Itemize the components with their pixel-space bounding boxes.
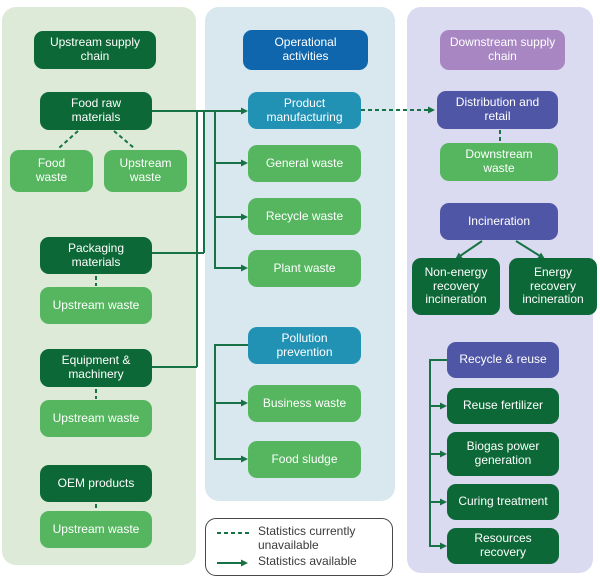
- legend-label-available: Statistics available: [258, 553, 357, 568]
- downstream-waste-box: Downstream waste: [440, 143, 558, 181]
- dashed-line-icon: [217, 532, 249, 535]
- legend-row-unavailable: Statistics currently unavailable: [216, 524, 382, 553]
- curing-treatment-box: Curing treatment: [447, 484, 559, 520]
- packaging-materials-box: Packaging materials: [40, 237, 152, 274]
- product-manufacturing-box: Product manufacturing: [248, 92, 361, 129]
- resources-recovery-box: Resources recovery: [447, 528, 559, 564]
- recycle-and-reuse-box: Recycle & reuse: [447, 342, 559, 378]
- business-waste-box: Business waste: [248, 385, 361, 422]
- general-waste-box: General waste: [248, 145, 361, 182]
- legend-row-available: Statistics available: [216, 553, 382, 569]
- plant-waste-box: Plant waste: [248, 250, 361, 287]
- non-energy-recovery-incineration-box: Non-energy recovery incineration: [412, 258, 500, 315]
- downstream-supply-chain-header: Downstream supply chain: [440, 30, 565, 70]
- food-raw-materials-box: Food raw materials: [40, 92, 152, 130]
- food-waste-box: Food waste: [10, 150, 93, 192]
- upstream-waste-box-3: Upstream waste: [40, 400, 152, 437]
- operational-activities-header: Operational activities: [243, 30, 368, 70]
- upstream-waste-box-4: Upstream waste: [40, 511, 152, 548]
- distribution-and-retail-box: Distribution and retail: [437, 91, 558, 129]
- upstream-waste-box-2: Upstream waste: [40, 287, 152, 324]
- upstream-waste-box-1: Upstream waste: [104, 150, 187, 192]
- legend: Statistics currently unavailable Statist…: [205, 518, 393, 576]
- reuse-fertilizer-box: Reuse fertilizer: [447, 388, 559, 424]
- solid-arrow-icon: [217, 559, 248, 567]
- oem-products-box: OEM products: [40, 465, 152, 502]
- legend-label-unavailable: Statistics currently unavailable: [258, 524, 356, 553]
- biogas-power-generation-box: Biogas power generation: [447, 432, 559, 476]
- energy-recovery-incineration-box: Energy recovery incineration: [509, 258, 597, 315]
- food-sludge-box: Food sludge: [248, 441, 361, 478]
- upstream-supply-chain-header: Upstream supply chain: [34, 31, 156, 69]
- equipment-machinery-box: Equipment & machinery: [40, 349, 152, 387]
- recycle-waste-box: Recycle waste: [248, 198, 361, 235]
- incineration-box: Incineration: [440, 203, 558, 240]
- pollution-prevention-box: Pollution prevention: [248, 327, 361, 364]
